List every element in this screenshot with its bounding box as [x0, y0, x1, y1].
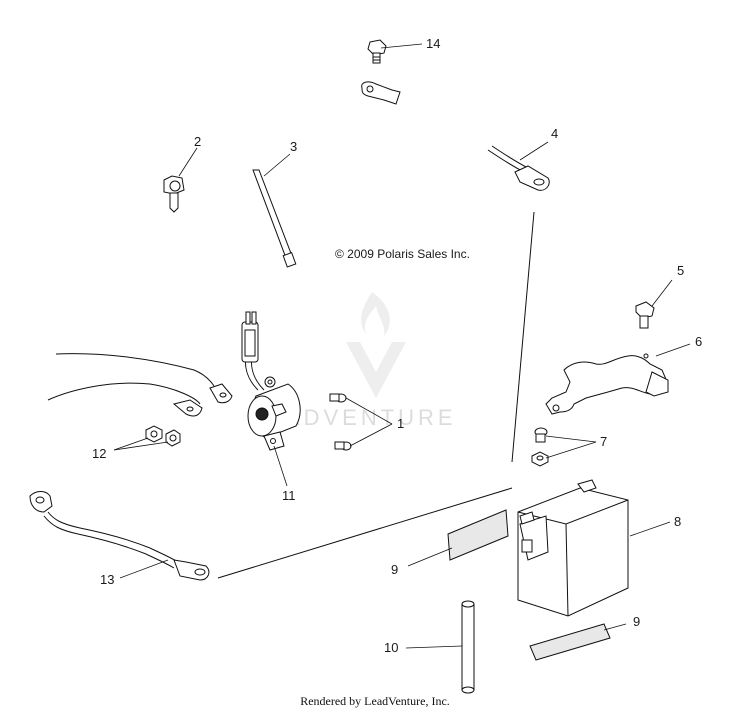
part-14-terminal [361, 81, 401, 105]
part-9-label-a [447, 509, 509, 561]
leader-lines [113, 43, 691, 649]
part-7-screw [534, 427, 548, 443]
part-1-screw-b [334, 441, 352, 451]
part-2-connector [163, 175, 185, 213]
part-7-nut [531, 451, 549, 467]
callout-labels: 14 2 3 4 5 6 1 7 8 9 9 10 11 12 13 [92, 36, 702, 655]
callout-3: 3 [290, 139, 297, 154]
wire-harness-left [47, 353, 233, 417]
part-12-nut-a [145, 425, 163, 443]
footer-rendered-by: Rendered by LeadVenture, Inc. [300, 694, 450, 708]
part-6-bracket [545, 353, 669, 415]
callout-4: 4 [551, 126, 558, 141]
callout-5: 5 [677, 263, 684, 278]
part-12-nut-b [165, 429, 181, 447]
callout-1: 1 [397, 416, 404, 431]
part-10-tube [461, 600, 475, 694]
callout-12: 12 [92, 446, 106, 461]
part-4-cable [487, 145, 550, 191]
part-13-cable [29, 491, 210, 581]
callout-2: 2 [194, 134, 201, 149]
part-5-bolt [635, 301, 655, 329]
wire-13-long [217, 487, 513, 579]
callout-11: 11 [282, 488, 296, 503]
part-9-label-b [529, 623, 611, 661]
watermark-logo [346, 292, 406, 398]
callout-7: 7 [600, 434, 607, 449]
callout-9b: 9 [633, 614, 640, 629]
callout-8: 8 [674, 514, 681, 529]
callout-6: 6 [695, 334, 702, 349]
callout-10: 10 [384, 640, 398, 655]
part-11-solenoid [241, 311, 301, 451]
part-3-cable-tie [252, 169, 297, 268]
part-14-bolt [367, 39, 387, 64]
wire-4-long [511, 211, 535, 463]
callout-9a: 9 [391, 562, 398, 577]
copyright-text: © 2009 Polaris Sales Inc. [335, 247, 470, 261]
callout-13: 13 [100, 572, 114, 587]
part-1-screw-a [329, 393, 347, 403]
part-8-battery [517, 479, 629, 617]
callout-14: 14 [426, 36, 440, 51]
